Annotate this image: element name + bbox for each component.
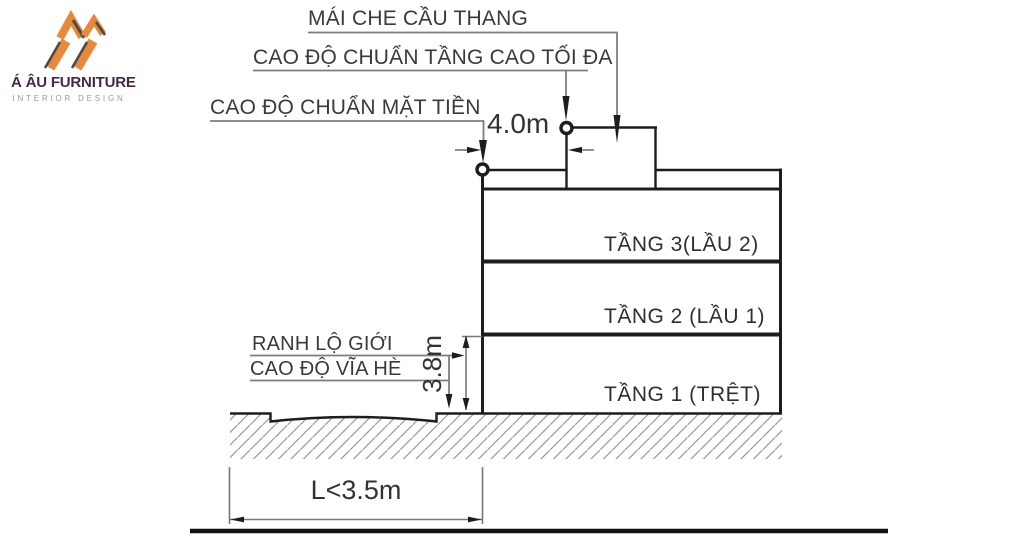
road-boundary-arrow	[452, 352, 465, 359]
max-height-elevation-marker	[559, 120, 574, 136]
dimension-width-limit: L<3.5m	[310, 475, 402, 505]
max-height-arrow	[562, 96, 570, 121]
elevation-markers	[475, 120, 574, 177]
roof-cover-arrow	[613, 115, 621, 143]
height-arrow-up	[462, 335, 470, 348]
dimension-lines	[228, 149, 594, 524]
height-arrow-down	[462, 398, 470, 411]
width-arrow-left	[230, 516, 244, 523]
label-sidewalk-level: CAO ĐỘ VĨA HÈ	[250, 358, 402, 380]
logo-tagline: INTERIOR DESIGN	[12, 94, 126, 103]
dimension-roof-setback: 4.0m	[487, 108, 550, 139]
sidewalk-arrow	[445, 394, 453, 409]
leader-lines	[210, 31, 618, 395]
dimension-ground-floor-height: 3.8m	[417, 335, 447, 393]
roof-cover-leader	[308, 31, 618, 115]
ground-hatch	[230, 412, 782, 459]
floor-label-3: TẦNG 3(LẦU 2)	[604, 233, 759, 256]
label-road-boundary: RANH LỘ GIỚI	[252, 333, 393, 355]
stair-roof-structure	[565, 126, 657, 189]
label-max-height-level: CAO ĐỘ CHUẨN TẦNG CAO TỐI ĐA	[253, 46, 613, 69]
setback-arrow-right	[568, 146, 582, 154]
facade-leader	[210, 120, 485, 141]
width-arrow-right	[468, 516, 482, 523]
facade-elevation-marker	[475, 162, 490, 177]
building-outline	[481, 168, 782, 413]
logo-company-name: Á ÂU FURNITURE	[11, 74, 136, 91]
floor-label-1: TẦNG 1 (TRỆT)	[604, 383, 761, 406]
arrowheads	[230, 96, 621, 523]
floor-label-2: TẦNG 2 (LẦU 1)	[604, 305, 766, 328]
label-facade-level: CAO ĐỘ CHUẨN MẶT TIỀN	[210, 96, 481, 119]
facade-arrow	[479, 140, 487, 163]
logo-mark	[43, 9, 107, 71]
label-roof-cover: MÁI CHE CẦU THANG	[308, 7, 529, 30]
setback-arrow-left	[467, 146, 481, 154]
ground-surface-line	[230, 412, 782, 423]
